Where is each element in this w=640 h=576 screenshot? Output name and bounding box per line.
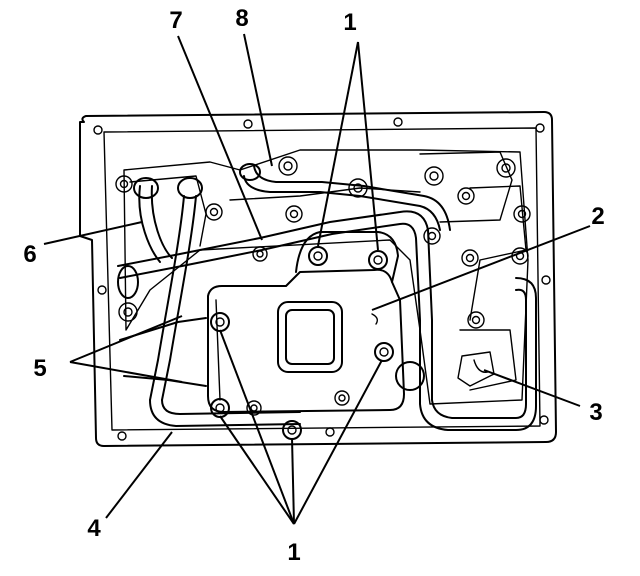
callout-7: 7 <box>169 7 182 34</box>
oil-transfer-tubes <box>117 163 537 431</box>
callout-5: 5 <box>33 355 46 382</box>
solenoid-component <box>371 313 495 387</box>
callout-3: 3 <box>589 399 602 426</box>
transmission-case <box>79 111 557 447</box>
callout-6: 6 <box>23 241 36 268</box>
callout-1-top: 1 <box>343 9 356 36</box>
callout-1-bottom: 1 <box>287 539 300 566</box>
callout-labels: 1 7 8 2 6 5 3 4 1 <box>23 5 604 566</box>
leader-lines <box>43 33 591 525</box>
valve-body-bolts <box>115 156 531 416</box>
callout-2: 2 <box>591 203 604 230</box>
callout-8: 8 <box>235 5 248 32</box>
callout-4: 4 <box>87 515 101 542</box>
